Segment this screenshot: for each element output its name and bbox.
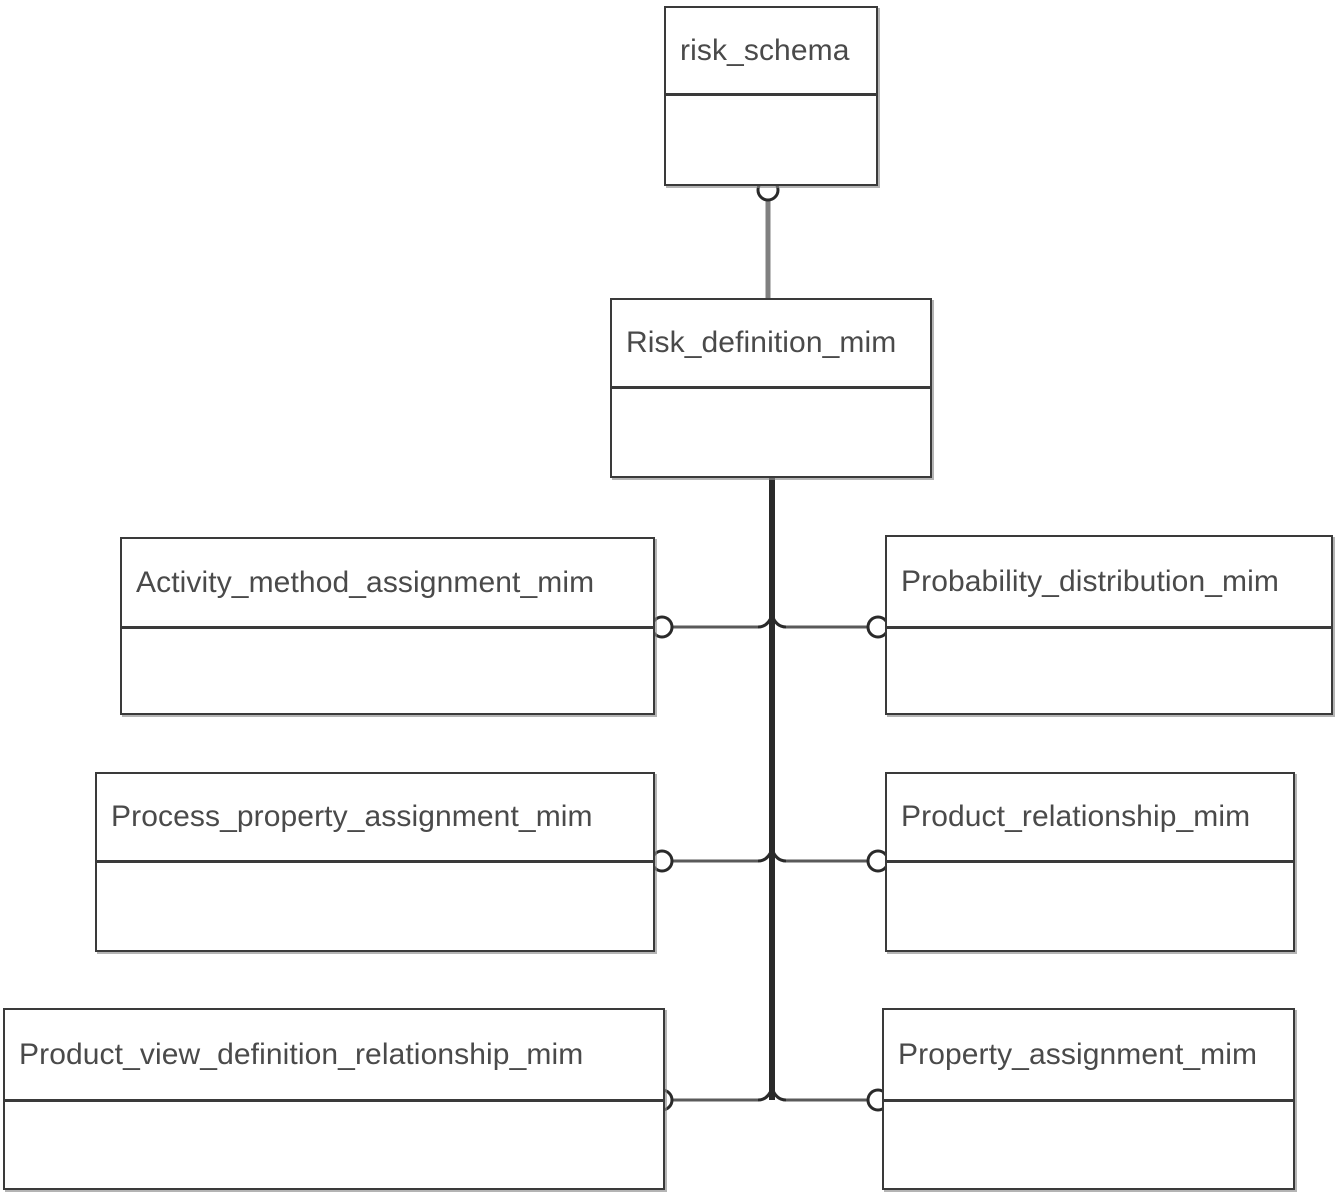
connector-elbow-branch-process-property-assignment-mim bbox=[757, 848, 774, 863]
connector-elbow-branch-activity-method-assignment-mim bbox=[757, 614, 774, 629]
entity-box-process-property-assignment-mim[interactable]: Process_property_assignment_mim bbox=[95, 772, 655, 952]
entity-name-label: Risk_definition_mim bbox=[626, 326, 897, 360]
entity-attribute-area bbox=[97, 866, 653, 950]
entity-attribute-area bbox=[5, 1105, 663, 1188]
entity-attribute-area bbox=[122, 632, 653, 713]
entity-name-label: Product_view_definition_relationship_mim bbox=[19, 1037, 584, 1071]
entity-box-product-view-definition-relationship-mim[interactable]: Product_view_definition_relationship_mim bbox=[3, 1008, 665, 1190]
entity-attribute-area bbox=[666, 99, 876, 184]
entity-name-label: Product_relationship_mim bbox=[901, 800, 1251, 834]
entity-name-label: risk_schema bbox=[680, 33, 850, 67]
entity-title-bar: Process_property_assignment_mim bbox=[97, 774, 653, 863]
entity-title-bar: Product_view_definition_relationship_mim bbox=[5, 1010, 663, 1102]
connector-elbow-branch-probability-distribution-mim bbox=[770, 614, 787, 629]
connector-elbow-branch-product-view-definition-relationship-mim bbox=[757, 1087, 774, 1102]
entity-title-bar: Property_assignment_mim bbox=[884, 1010, 1293, 1102]
connector-endpoint-circle-branch-process-property-assignment-mim bbox=[650, 849, 674, 873]
entity-box-property-assignment-mim[interactable]: Property_assignment_mim bbox=[882, 1008, 1295, 1190]
entity-name-label: Probability_distribution_mim bbox=[901, 564, 1279, 598]
connector-elbow-branch-property-assignment-mim bbox=[770, 1087, 787, 1102]
entity-title-bar: Risk_definition_mim bbox=[612, 300, 930, 389]
entity-name-label: Process_property_assignment_mim bbox=[111, 800, 593, 834]
entity-box-activity-method-assignment-mim[interactable]: Activity_method_assignment_mim bbox=[120, 537, 655, 715]
entity-box-risk-definition-mim[interactable]: Risk_definition_mim bbox=[610, 298, 932, 478]
entity-name-label: Property_assignment_mim bbox=[898, 1037, 1258, 1071]
connector-endpoint-circle-branch-activity-method-assignment-mim bbox=[650, 615, 674, 639]
entity-box-product-relationship-mim[interactable]: Product_relationship_mim bbox=[885, 772, 1295, 952]
entity-title-bar: Product_relationship_mim bbox=[887, 774, 1293, 863]
entity-title-bar: Probability_distribution_mim bbox=[887, 537, 1331, 629]
entity-box-probability-distribution-mim[interactable]: Probability_distribution_mim bbox=[885, 535, 1333, 715]
entity-attribute-area bbox=[887, 632, 1331, 713]
entity-title-bar: risk_schema bbox=[666, 8, 876, 96]
entity-name-label: Activity_method_assignment_mim bbox=[136, 565, 595, 599]
entity-box-risk-schema[interactable]: risk_schema bbox=[664, 6, 878, 186]
entity-attribute-area bbox=[887, 866, 1293, 950]
entity-attribute-area bbox=[612, 392, 930, 476]
entity-attribute-area bbox=[884, 1105, 1293, 1188]
entity-title-bar: Activity_method_assignment_mim bbox=[122, 539, 653, 629]
connector-elbow-branch-product-relationship-mim bbox=[770, 848, 787, 863]
